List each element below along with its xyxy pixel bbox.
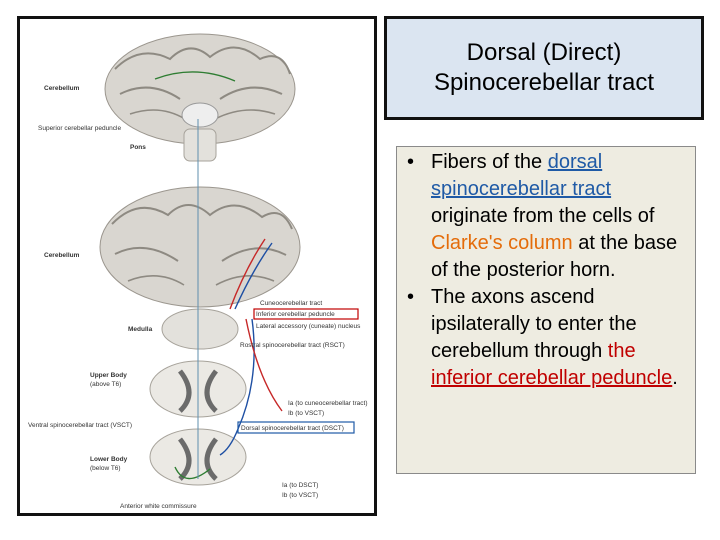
bullet-2-text-2: the: [607, 340, 636, 362]
pons-illustration: [183, 128, 217, 162]
bullet-dot: •: [407, 151, 415, 173]
label-ia-cuneo: Ia (to cuneocerebellar tract): [288, 400, 367, 407]
label-ia-dsct: Ia (to DSCT): [282, 482, 318, 489]
bullet-1-text-3: originate from the cells of: [431, 205, 655, 227]
bullet-1-dorsal-tract-link: dorsal spinocerebellar tract: [431, 151, 612, 200]
bullet-2-text-1: The axons ascend ipsilaterally to enter …: [431, 286, 637, 362]
label-cerebellum-top: Cerebellum: [44, 85, 80, 92]
anatomy-figure: Cerebellum Superior cerebellar peduncle …: [17, 16, 377, 516]
bullet-text-box: • Fibers of the dorsal spinocerebellar t…: [396, 146, 696, 474]
label-lower-body-sub: (below T6): [90, 465, 121, 472]
label-cerebellum-mid: Cerebellum: [44, 252, 80, 259]
cerebellum-mid-illustration: [99, 186, 301, 310]
label-anterior-commissure: Anterior white commissure: [120, 503, 197, 510]
label-upper-body: Upper Body: [90, 372, 127, 379]
label-ib-vsct2: Ib (to VSCT): [282, 492, 318, 499]
inferior-peduncle-highlight: [253, 308, 359, 320]
label-pons: Pons: [130, 144, 146, 151]
dsct-line: [219, 318, 255, 456]
bullet-2-inferior-peduncle: inferior cerebellar peduncle: [431, 367, 673, 389]
title-line-1: Dorsal (Direct): [466, 39, 622, 66]
label-ib-vsct: Ib (to VSCT): [288, 410, 324, 417]
cuneocerebellar-line: [245, 318, 283, 412]
bullet-1-text-1: Fibers of the: [431, 151, 548, 173]
bullet-1-clarkes-column: Clarke's column: [431, 232, 573, 254]
label-inferior-peduncle: Inferior cerebellar peduncle: [256, 311, 335, 318]
medulla-illustration: [161, 308, 239, 350]
label-dorsal-tract: Dorsal spinocerebellar tract (DSCT): [241, 425, 344, 432]
label-lateral-cuneate: Lateral accessory (cuneate) nucleus: [256, 323, 361, 330]
title-line-2: Spinocerebellar tract: [433, 69, 655, 96]
dsct-highlight: [237, 421, 355, 434]
cerebellum-top-illustration: [104, 33, 296, 145]
label-superior-peduncle: Superior cerebellar peduncle: [38, 125, 121, 132]
label-medulla: Medulla: [128, 326, 153, 333]
bullet-1-text-5: at the base of the posterior horn.: [431, 232, 678, 281]
label-upper-body-sub: (above T6): [90, 381, 121, 388]
bullet-dot: •: [407, 286, 415, 308]
bullet-1: • Fibers of the dorsal spinocerebellar t…: [407, 149, 689, 284]
label-rostral-tract: Rostral spinocerebellar tract (RSCT): [240, 342, 345, 349]
bullet-2: • The axons ascend ipsilaterally to ente…: [407, 284, 689, 392]
bullet-2-text-4: .: [672, 367, 678, 389]
label-lower-body: Lower Body: [90, 456, 128, 463]
spinocerebellar-diagram: Cerebellum Superior cerebellar peduncle …: [28, 33, 367, 510]
label-ventral-tract: Ventral spinocerebellar tract (VSCT): [28, 422, 132, 429]
label-cuneocerebellar: Cuneocerebellar tract: [260, 300, 322, 307]
slide-title: Dorsal (Direct) Spinocerebellar tract: [384, 16, 704, 120]
